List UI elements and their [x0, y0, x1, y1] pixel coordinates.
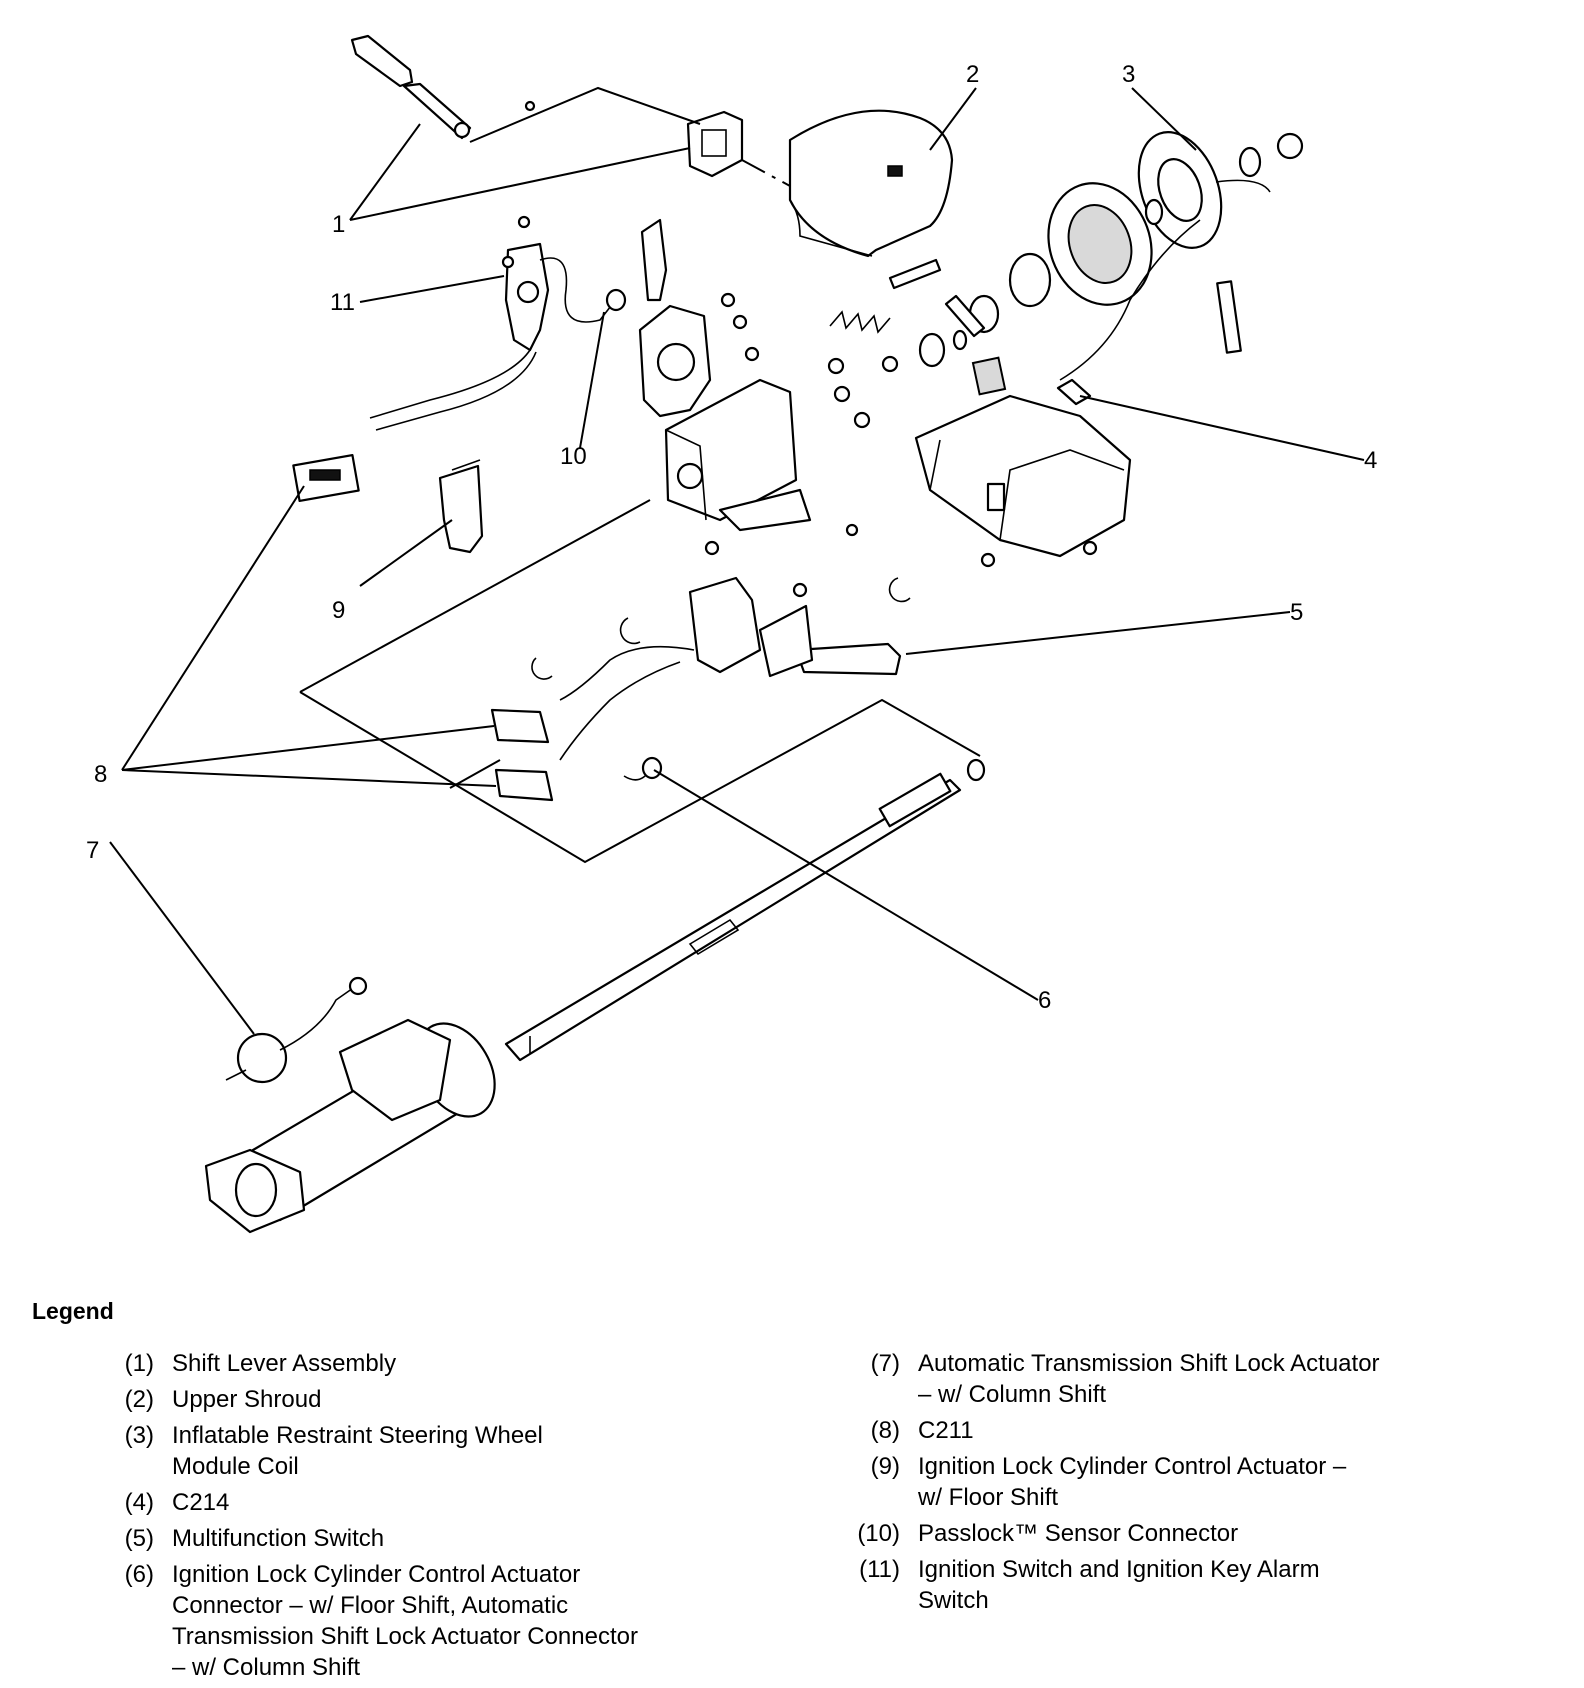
multifunction-switch [490, 540, 911, 802]
reference-planes [299, 499, 981, 864]
legend-item: (10) Passlock™ Sensor Connector [838, 1518, 1538, 1549]
legend-item: (4) C214 [92, 1487, 742, 1518]
legend-number: (2) [124, 1386, 154, 1413]
legend-text: Upper Shroud [172, 1386, 322, 1413]
legend-number: (9) [870, 1453, 900, 1480]
legend-number: (4) [124, 1489, 154, 1516]
callout-2: 2 [966, 61, 979, 88]
callout-6: 6 [1038, 987, 1051, 1014]
ignition-lock-actuator-floor [438, 459, 484, 554]
exploded-steering-column-diagram: 1 2 3 4 5 6 7 8 9 10 11 [86, 34, 1377, 1234]
legend-item: (5) Multifunction Switch [92, 1523, 742, 1554]
callout-4: 4 [1364, 447, 1377, 474]
legend-item: (3) Inflatable Restraint Steering Wheel … [92, 1420, 742, 1482]
callout-11: 11 [330, 289, 355, 316]
legend-number: (1) [124, 1350, 154, 1377]
legend-left-column: (1) Shift Lever Assembly (2) Upper Shrou… [92, 1348, 742, 1688]
callout-5: 5 [1290, 599, 1303, 626]
legend-item: (8) C211 [838, 1415, 1538, 1446]
legend-text: Ignition Lock Cylinder Control Actuator … [918, 1453, 1347, 1511]
shift-lever-assembly [350, 34, 791, 187]
legend-number: (7) [870, 1350, 900, 1377]
legend-number: (11) [859, 1556, 900, 1583]
callout-8: 8 [94, 761, 107, 788]
callout-7: 7 [86, 837, 99, 864]
legend-right-column: (7) Automatic Transmission Shift Lock Ac… [838, 1348, 1538, 1621]
legend-text: Ignition Switch and Ignition Key Alarm S… [918, 1556, 1320, 1614]
legend-text: Ignition Lock Cylinder Control Actuator … [172, 1561, 638, 1681]
callout-10: 10 [560, 443, 587, 470]
legend-text: Passlock™ Sensor Connector [918, 1520, 1239, 1547]
steering-shaft [504, 758, 986, 1062]
ignition-switch-assembly [292, 215, 627, 503]
legend-number: (10) [857, 1520, 900, 1547]
legend-text: Multifunction Switch [172, 1525, 385, 1552]
legend-item: (6) Ignition Lock Cylinder Control Actua… [92, 1559, 742, 1683]
legend-item: (7) Automatic Transmission Shift Lock Ac… [838, 1348, 1538, 1410]
legend-title: Legend [32, 1298, 114, 1324]
legend-item: (1) Shift Lever Assembly [92, 1348, 742, 1379]
springs-and-hardware [720, 258, 968, 373]
lock-housing [638, 218, 871, 537]
legend-text: C211 [918, 1417, 974, 1444]
legend-number: (5) [124, 1525, 154, 1552]
lower-shroud [914, 356, 1132, 568]
legend-item: (9) Ignition Lock Cylinder Control Actua… [838, 1451, 1538, 1513]
legend-text: Shift Lever Assembly [172, 1350, 397, 1377]
legend-item: (11) Ignition Switch and Ignition Key Al… [838, 1554, 1538, 1616]
legend-text: Inflatable Restraint Steering Wheel Modu… [172, 1422, 543, 1480]
callout-1: 1 [332, 211, 345, 238]
column-jacket [204, 976, 496, 1234]
legend-text: C214 [172, 1489, 230, 1516]
callout-labels: 1 2 3 4 5 6 7 8 9 10 11 [86, 61, 1377, 1014]
upper-shroud [788, 109, 954, 258]
legend-number: (8) [870, 1417, 900, 1444]
callout-3: 3 [1122, 61, 1135, 88]
legend-item: (2) Upper Shroud [92, 1384, 742, 1415]
legend-text: Automatic Transmission Shift Lock Actuat… [918, 1350, 1380, 1408]
leader-lines [109, 87, 1365, 1035]
legend-number: (6) [124, 1561, 154, 1588]
steering-wheel-module-coil [944, 131, 1304, 381]
legend-number: (3) [124, 1422, 154, 1449]
callout-9: 9 [332, 597, 345, 624]
